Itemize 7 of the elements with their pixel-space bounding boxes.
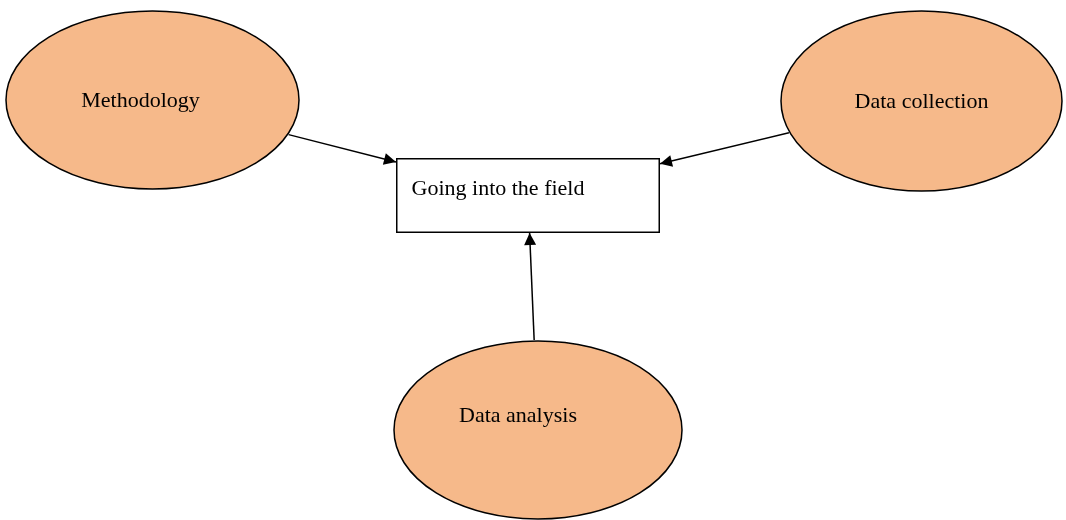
- arrow: [524, 232, 537, 341]
- arrow: [287, 133, 397, 165]
- node-label: Data collection: [854, 88, 989, 114]
- arrow: [659, 132, 790, 167]
- node-label: Methodology: [81, 87, 200, 113]
- node-label: Going into the field: [411, 174, 585, 201]
- node-label: Data analysis: [459, 402, 577, 428]
